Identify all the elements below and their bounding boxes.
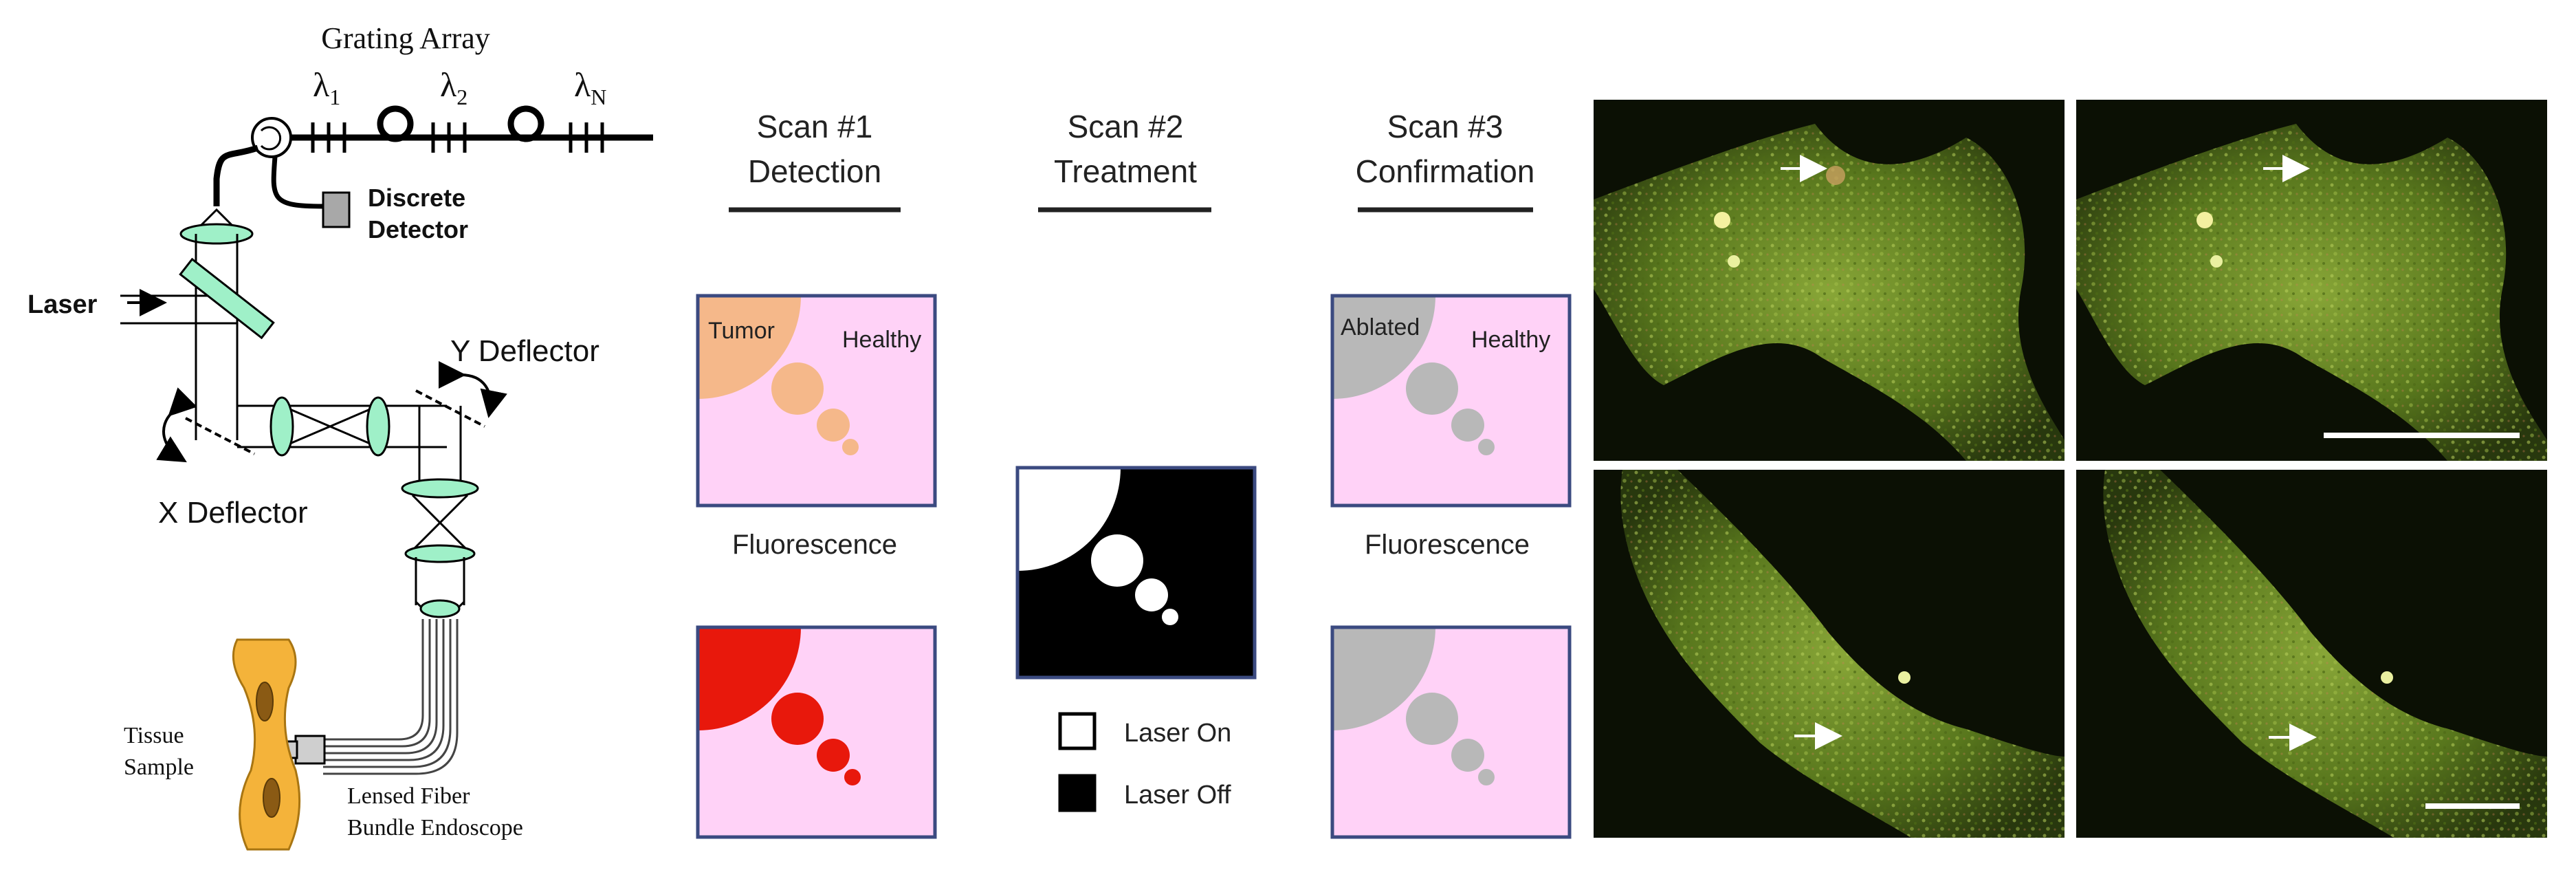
scan-2-subtitle: Treatment [1054,153,1197,189]
fluorescence-label-scan-3: Fluorescence [1365,530,1530,560]
grating-ticks [311,122,604,153]
tissue-label-1: Tissue [124,723,184,748]
scan-lens [401,478,479,499]
discrete-detector-label-1: Discrete [368,184,465,212]
scan-2-title: Scan #2 [1068,109,1184,144]
lambda-n-label: λN [574,65,606,109]
fiber-loop-1 [377,105,414,142]
fiber-loop-2 [507,105,544,142]
endoscope-label-1: Lensed Fiber [347,783,470,809]
laser-on-label: Laser On [1124,719,1231,748]
micrograph-grid [1594,100,2547,838]
discrete-detector-label-2: Detector [368,215,468,243]
ablated-region [1332,296,1435,399]
relay-lens-2 [366,396,390,457]
lambda-2-label: λ2 [440,65,467,109]
dichroic-mirror [179,257,275,340]
y-deflector-rotation-icon [438,360,507,418]
x-deflector-rotation-icon [156,387,197,463]
laser-label: Laser [27,290,98,319]
tumor-region [698,296,801,399]
micrograph-top-left [1594,100,2065,461]
scan-3-confirmation-map [1330,625,1572,839]
scan-1-fluorescence-panel: Tumor Healthy [696,294,937,508]
micrograph-bottom-left [1594,470,2065,838]
scan-3-fluorescence-panel: Ablated Healthy [1330,294,1572,508]
ablated-label: Ablated [1341,314,1420,340]
micrograph-top-right [2076,100,2547,461]
collimator-lens [179,223,254,245]
laser-off-swatch [1058,774,1097,812]
scan-1-detection-map [696,625,937,839]
fiber-to-collimator [213,144,259,206]
laser-on-swatch [1058,712,1097,750]
tissue-label-2: Sample [124,755,194,780]
scan-1-subtitle: Detection [748,153,881,189]
relay-lens-1 [269,396,294,457]
fiber-bundle [323,619,459,775]
healthy-label-scan-1: Healthy [842,327,921,353]
endoscope-label-2: Bundle Endoscope [347,815,523,840]
objective-lens [419,599,461,618]
circulator-arrow [260,126,282,151]
lambda-1-label: λ1 [313,65,340,109]
scan-headers: Scan #1 Detection Scan #2 Treatment Scan… [729,109,1535,213]
fluorescence-label-scan-1: Fluorescence [732,530,897,560]
scan-1-title: Scan #1 [757,109,873,144]
tube-lens [404,544,476,563]
micrograph-bottom-right [2076,470,2547,838]
healthy-label-scan-3: Healthy [1471,327,1550,353]
scan-2-treatment-mask [1015,466,1257,680]
y-deflector-mirror [415,389,485,428]
scan-3-title: Scan #3 [1387,109,1504,144]
optical-setup-diagram: Grating Array λ1 λ2 λN Discrete Detector [27,21,653,851]
endoscope-tip-icon [294,735,326,765]
tissue-sample-icon [232,638,301,851]
x-deflector-label: X Deflector [158,496,308,530]
tumor-label: Tumor [708,318,775,344]
grating-array-label: Grating Array [321,21,490,55]
scan-3-subtitle: Confirmation [1356,153,1535,189]
y-deflector-label: Y Deflector [450,334,599,368]
laser-legend: Laser On Laser Off [1058,712,1231,812]
discrete-detector-icon [322,191,351,228]
laser-off-label: Laser Off [1124,781,1231,810]
fiber-to-detector [271,156,324,209]
